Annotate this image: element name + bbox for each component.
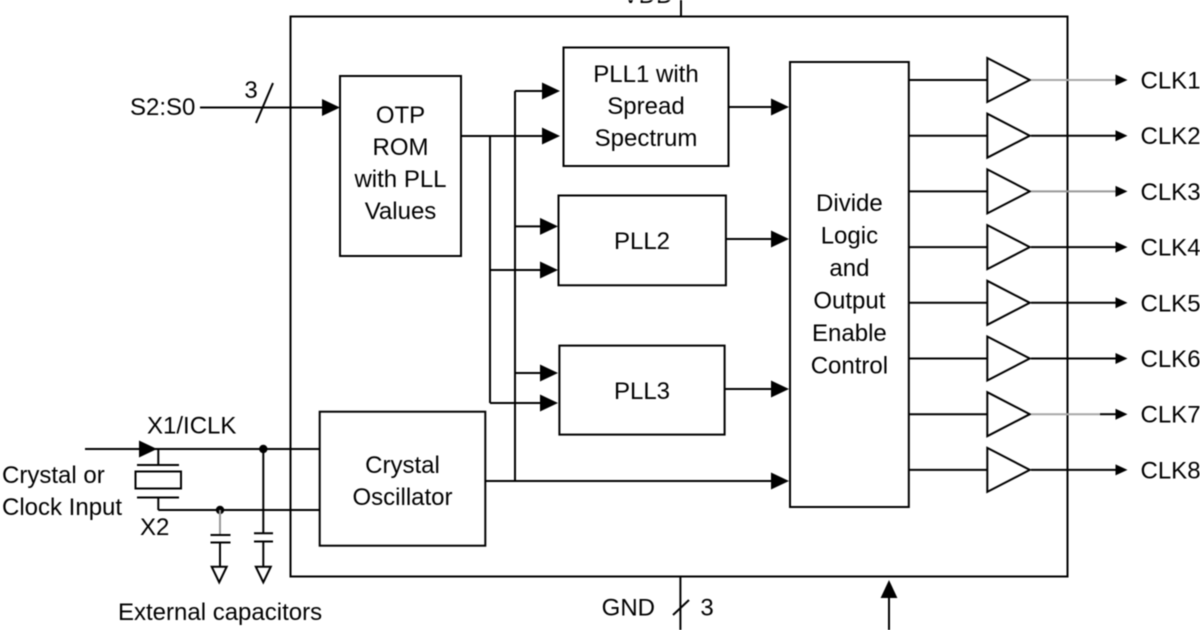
svg-text:S2:S0: S2:S0 [130,94,195,121]
svg-text:Crystal or: Crystal or [2,462,105,489]
svg-text:3: 3 [700,595,713,622]
svg-text:Enable: Enable [812,320,887,347]
svg-text:Spectrum: Spectrum [595,125,698,152]
svg-text:ROM: ROM [373,134,429,161]
svg-text:CLK3: CLK3 [1141,179,1200,206]
svg-text:X2: X2 [140,514,169,541]
svg-text:and: and [829,255,869,282]
svg-text:Output: Output [813,288,885,315]
svg-text:CLK8: CLK8 [1141,457,1200,484]
svg-text:CLK1: CLK1 [1141,68,1200,95]
svg-text:Clock Input: Clock Input [2,494,122,521]
svg-text:X1/ICLK: X1/ICLK [147,413,236,440]
svg-text:OTP: OTP [376,102,425,129]
svg-text:External capacitors: External capacitors [118,599,322,626]
svg-text:PLL1 with: PLL1 with [593,61,698,88]
svg-text:with PLL: with PLL [353,166,446,193]
svg-text:VDD: VDD [623,0,674,9]
svg-text:CLK4: CLK4 [1141,235,1200,262]
svg-text:Logic: Logic [821,223,878,250]
svg-text:Spread: Spread [607,93,684,120]
svg-text:Control: Control [811,353,888,380]
svg-text:Crystal: Crystal [365,452,440,479]
svg-text:PLL2: PLL2 [614,228,670,255]
svg-text:CLK6: CLK6 [1141,346,1200,373]
svg-text:CLK5: CLK5 [1141,290,1200,317]
svg-text:Divide: Divide [816,190,883,217]
svg-text:3: 3 [244,77,257,104]
svg-text:CLK2: CLK2 [1141,123,1200,150]
svg-text:PLL3: PLL3 [614,378,670,405]
svg-text:Oscillator: Oscillator [352,484,452,511]
svg-text:CLK7: CLK7 [1141,402,1200,429]
svg-text:GND: GND [602,595,655,622]
svg-text:Values: Values [365,198,437,225]
